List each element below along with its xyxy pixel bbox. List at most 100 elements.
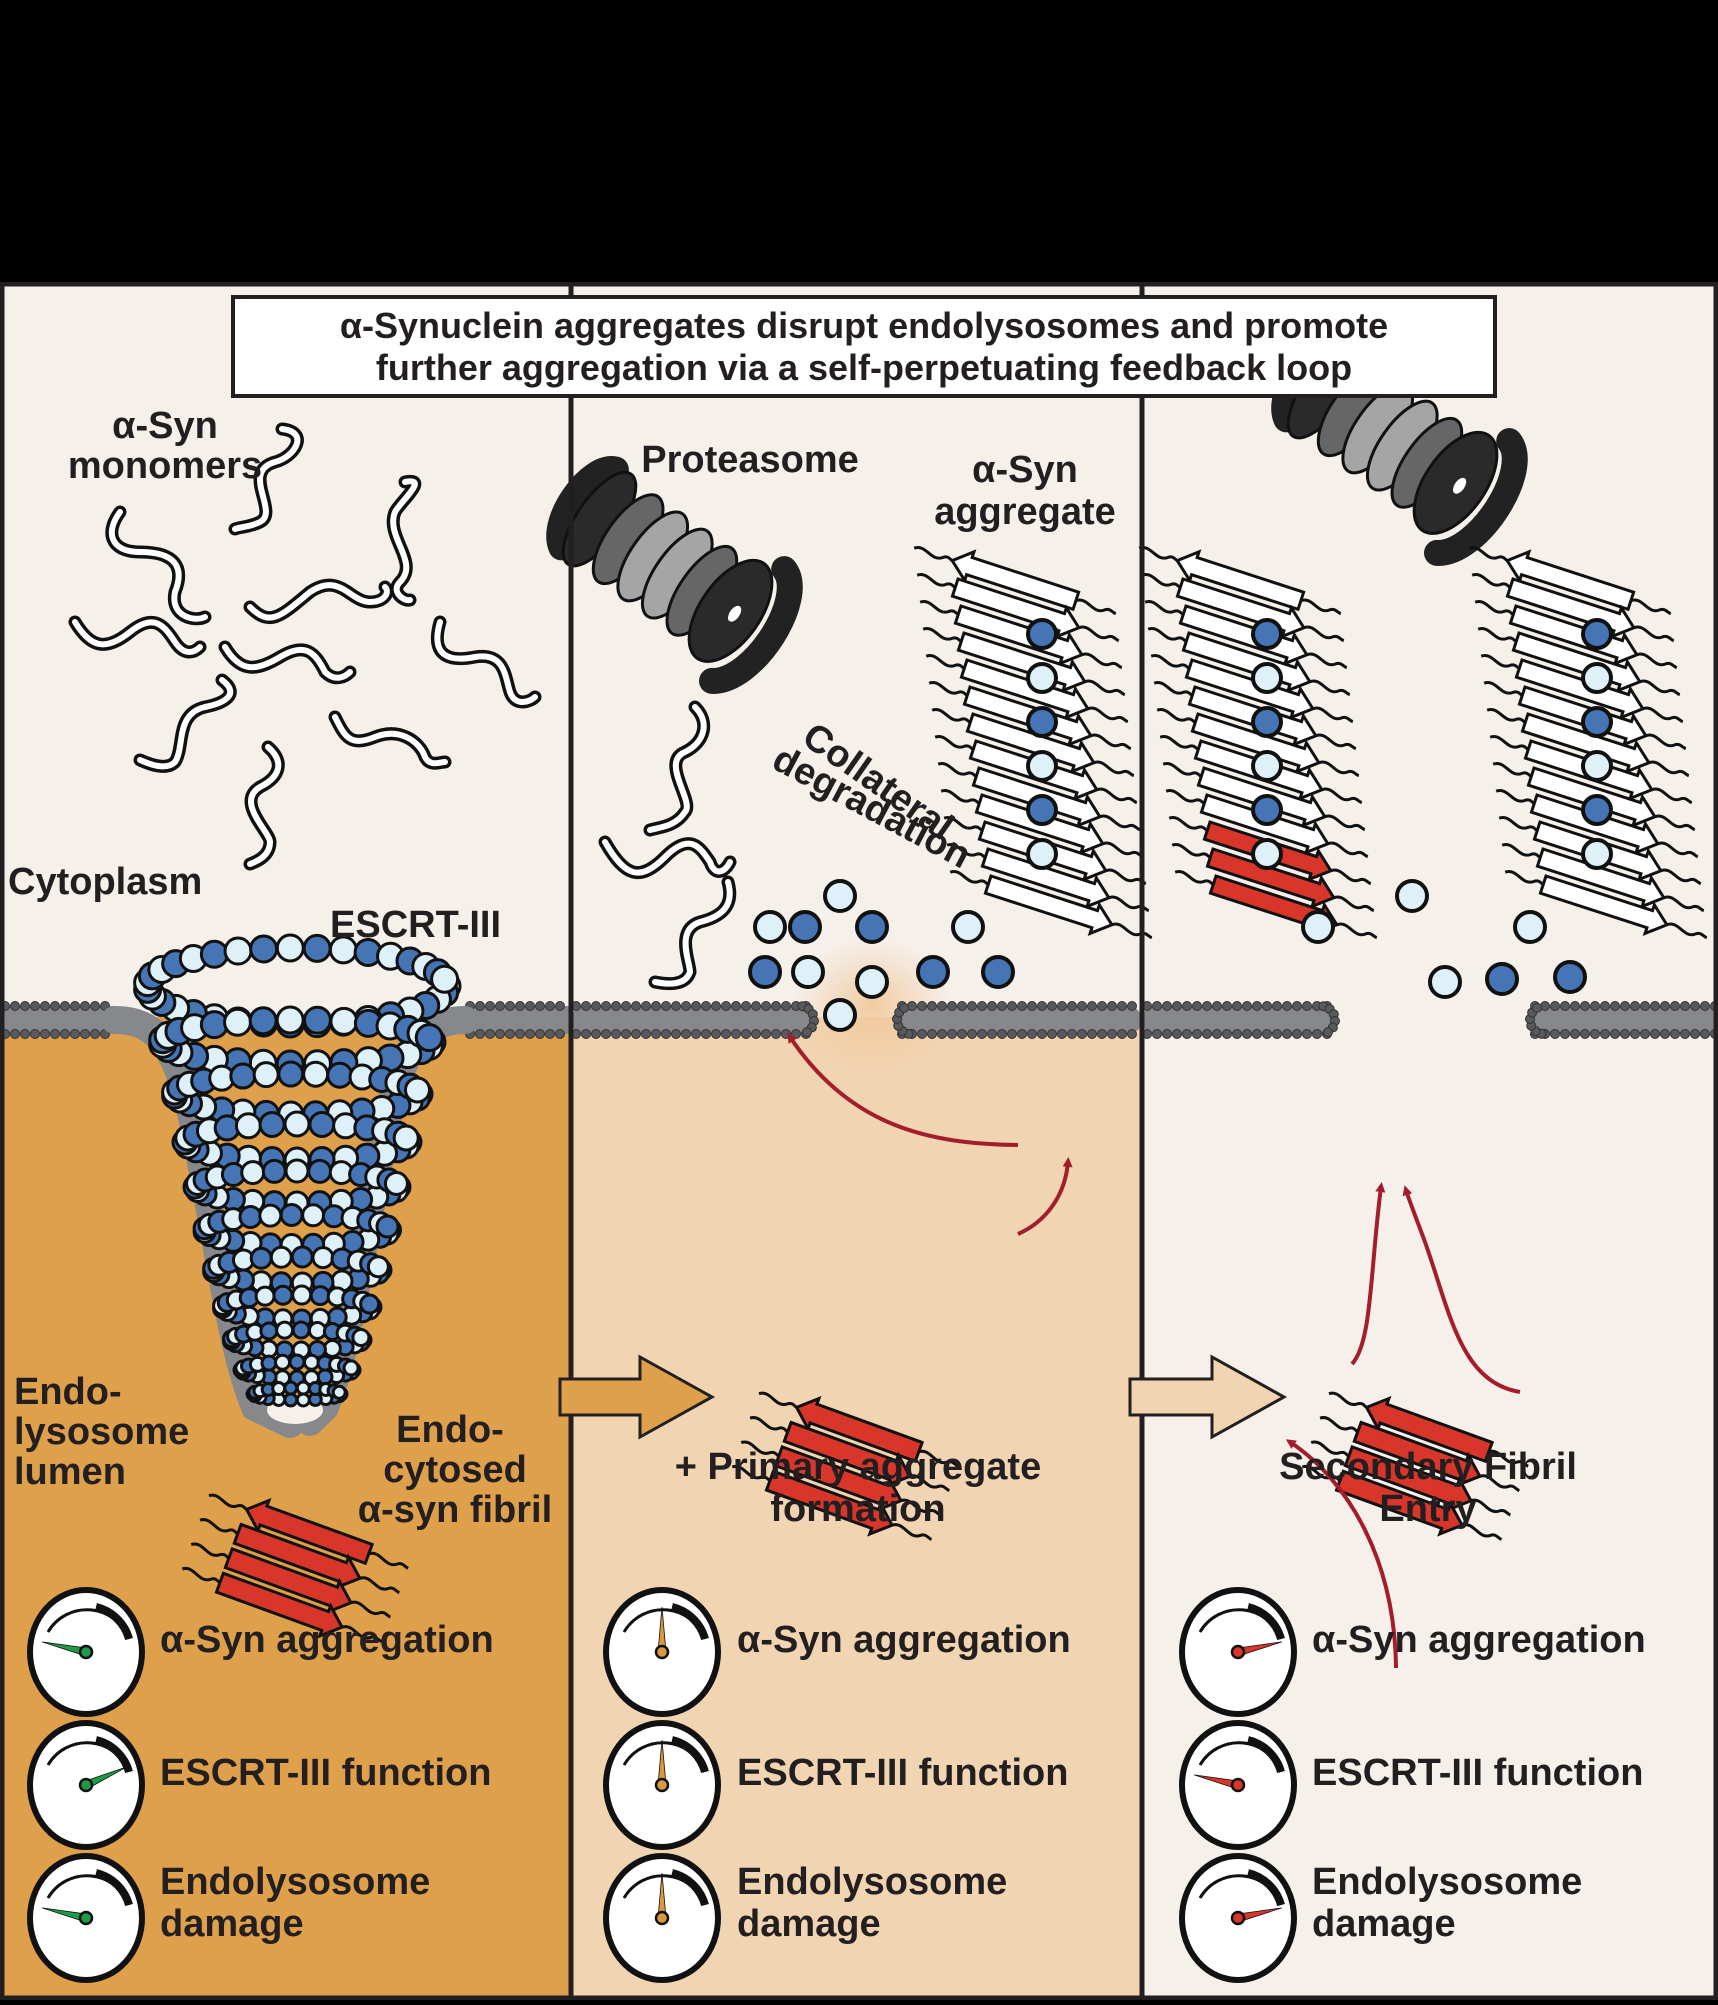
lipid-head [1611,1002,1620,1011]
lipid-head [1108,1030,1117,1039]
lipid-head [692,1030,701,1039]
escrt-bead [251,936,277,962]
escrt-bead [416,1025,442,1051]
escrt-bead [333,1386,345,1398]
gauge-p3-3 [1182,1856,1294,1980]
lipid-head [592,1030,601,1039]
aggregate-bead [1253,840,1281,868]
lipid-head [1213,1002,1222,1011]
label-stage-3-2: Entry [1379,1488,1476,1530]
lipid-head [1058,1002,1067,1011]
lipid-head [948,1002,957,1011]
lipid-head [1233,1002,1242,1011]
lipid-head [1651,1030,1660,1039]
escrt-bead [277,935,303,961]
lipid-head [1273,1030,1282,1039]
lipid-head [918,1002,927,1011]
membrane-p2-left [571,1002,818,1039]
lipid-head [51,1030,60,1039]
lipid-head [61,1002,70,1011]
aggregate-bead [1583,752,1611,780]
escrt-bead [225,1009,251,1035]
label-monomers-2: monomers [68,445,262,487]
escrt-bead [361,1295,379,1313]
lipid-head [1193,1030,1202,1039]
escrt-bead [254,1063,278,1087]
lipid-head [1591,1002,1600,1011]
lipid-head [742,1030,751,1039]
monomer-bead [1555,962,1585,992]
lipid-head [1098,1002,1107,1011]
lipid-head [752,1002,761,1011]
lipid-head [1313,1030,1322,1039]
gauge-label-p3-damage-2: damage [1312,1903,1456,1945]
gauge-hub [656,1912,668,1924]
lipid-head [682,1002,691,1011]
lipid-head [968,1030,977,1039]
lipid-head [1661,1002,1670,1011]
lipid-head [1163,1030,1172,1039]
lipid-head [1581,1030,1590,1039]
label-stage-3-1: Secondary Fibril [1279,1446,1577,1488]
escrt-bead [297,1394,309,1406]
lipid-head [1324,1028,1333,1037]
gauge-label-p3-escrt: ESCRT-III function [1312,1752,1643,1794]
lipid-head [712,1030,721,1039]
monomer-bead [953,912,983,942]
lipid-head [662,1030,671,1039]
escrt-bead [260,1112,284,1136]
monomer-bead [1515,912,1545,942]
escrt-bead [256,1287,274,1305]
lipid-head [968,1002,977,1011]
membrane-p2-right [893,1002,1142,1039]
lipid-head [1701,1030,1710,1039]
lipid-head [91,1030,100,1039]
escrt-bead [201,941,227,967]
lipid-head [642,1002,651,1011]
lipid-head [803,1028,812,1037]
label-aggregate-1: α-Syn [972,449,1078,491]
lipid-head [772,1002,781,1011]
gauge-hub [1232,1779,1244,1791]
lipid-head [1088,1002,1097,1011]
lipid-head [1681,1002,1690,1011]
lipid-head [1681,1030,1690,1039]
lipid-head [506,1002,515,1011]
lipid-head [682,1030,691,1039]
title-line-1: α-Synuclein aggregates disrupt endolysos… [340,305,1388,346]
lipid-head [546,1030,555,1039]
escrt-bead [277,1322,293,1338]
gauge-p3-2 [1182,1723,1294,1847]
aggregate-bead [1583,708,1611,736]
lipid-head [1243,1002,1252,1011]
gauge-label-p1-aggregation: α-Syn aggregation [160,1619,494,1661]
lipid-head [81,1030,90,1039]
lipid-head [1078,1002,1087,1011]
label-lumen-1: Endo- [14,1371,122,1413]
label-fibril-3: α-syn fibril [358,1489,552,1531]
lipid-head [1561,1030,1570,1039]
aggregate-bead [1253,664,1281,692]
escrt-bead [394,1126,418,1150]
lipid-head [1253,1030,1262,1039]
monomer-bead [918,957,948,987]
lipid-head [31,1030,40,1039]
lipid-head [1243,1030,1252,1039]
lipid-head [526,1030,535,1039]
gauge-p1-1 [30,1590,142,1714]
aggregate-bead [1028,620,1056,648]
lipid-head [1671,1030,1680,1039]
escrt-bead [331,1008,357,1034]
membrane-p3-right [1526,1002,1718,1039]
lipid-head [762,1030,771,1039]
label-aggregate-2: aggregate [934,491,1116,533]
lipid-head [1088,1030,1097,1039]
aggregate-bead [1253,752,1281,780]
lipid-head [1223,1030,1232,1039]
lipid-head [1691,1002,1700,1011]
label-lumen-2: lysosome [14,1411,189,1453]
escrt-bead [274,1286,292,1304]
lipid-head [1058,1030,1067,1039]
lipid-head [496,1002,505,1011]
gauge-label-p2-damage-2: damage [737,1903,881,1945]
